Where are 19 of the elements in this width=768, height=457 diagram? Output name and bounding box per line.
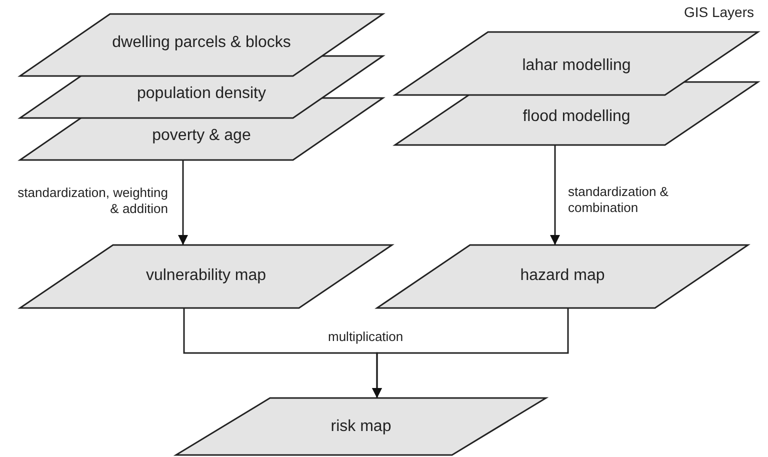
layer-label: vulnerability map <box>144 267 268 285</box>
edge-label: multiplication <box>328 329 404 345</box>
map-layer <box>176 398 546 455</box>
layer-label: population density <box>136 85 267 103</box>
map-layer <box>20 14 383 76</box>
map-layer <box>395 82 758 145</box>
arrow <box>178 160 188 245</box>
layer-label: flood modelling <box>522 108 632 126</box>
arrow <box>550 145 560 245</box>
map-layer <box>395 32 758 95</box>
map-layer <box>377 245 748 308</box>
arrow <box>372 308 569 398</box>
layer-label: dwelling parcels & blocks <box>111 34 292 52</box>
layer-label: lahar modelling <box>521 57 632 75</box>
layer-label: poverty & age <box>151 127 252 145</box>
layer-label: hazard map <box>519 267 606 285</box>
map-layer <box>20 245 392 308</box>
title-label: GIS Layers <box>684 4 754 20</box>
layer-label: risk map <box>330 418 392 436</box>
